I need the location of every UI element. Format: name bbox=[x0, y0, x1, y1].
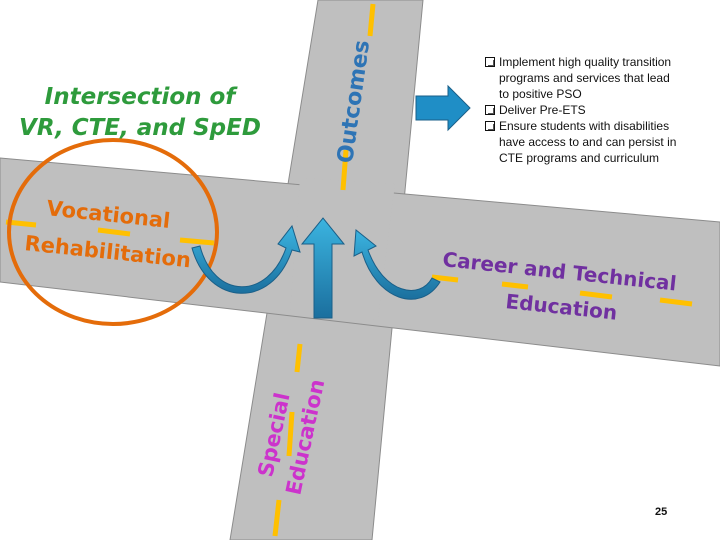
page-number: 25 bbox=[655, 506, 668, 518]
title-line-1: Intersection of bbox=[44, 84, 236, 110]
lane-markings-vertical bbox=[272, 3, 376, 537]
checkbox-bullet-icon bbox=[485, 57, 495, 67]
checkbox-bullet-icon bbox=[485, 105, 495, 115]
bullet-item: Ensure students with disabilities have a… bbox=[484, 118, 716, 166]
title-line-2: VR, CTE, and SpED bbox=[19, 115, 261, 141]
slide-title: Intersection of VR, CTE, and SpED bbox=[10, 82, 270, 144]
bullet-item: Implement high quality transition progra… bbox=[484, 54, 716, 102]
right-arrow-icon bbox=[415, 84, 471, 132]
up-arrow-icon bbox=[300, 217, 346, 319]
curved-arrow-left-icon bbox=[191, 224, 301, 294]
checkbox-bullet-icon bbox=[485, 121, 495, 131]
bullet-item: Deliver Pre-ETS bbox=[484, 102, 716, 118]
highlight-circle bbox=[7, 138, 219, 326]
curved-arrow-right-icon bbox=[353, 229, 441, 300]
outcomes-bullet-list: Implement high quality transition progra… bbox=[484, 54, 716, 166]
